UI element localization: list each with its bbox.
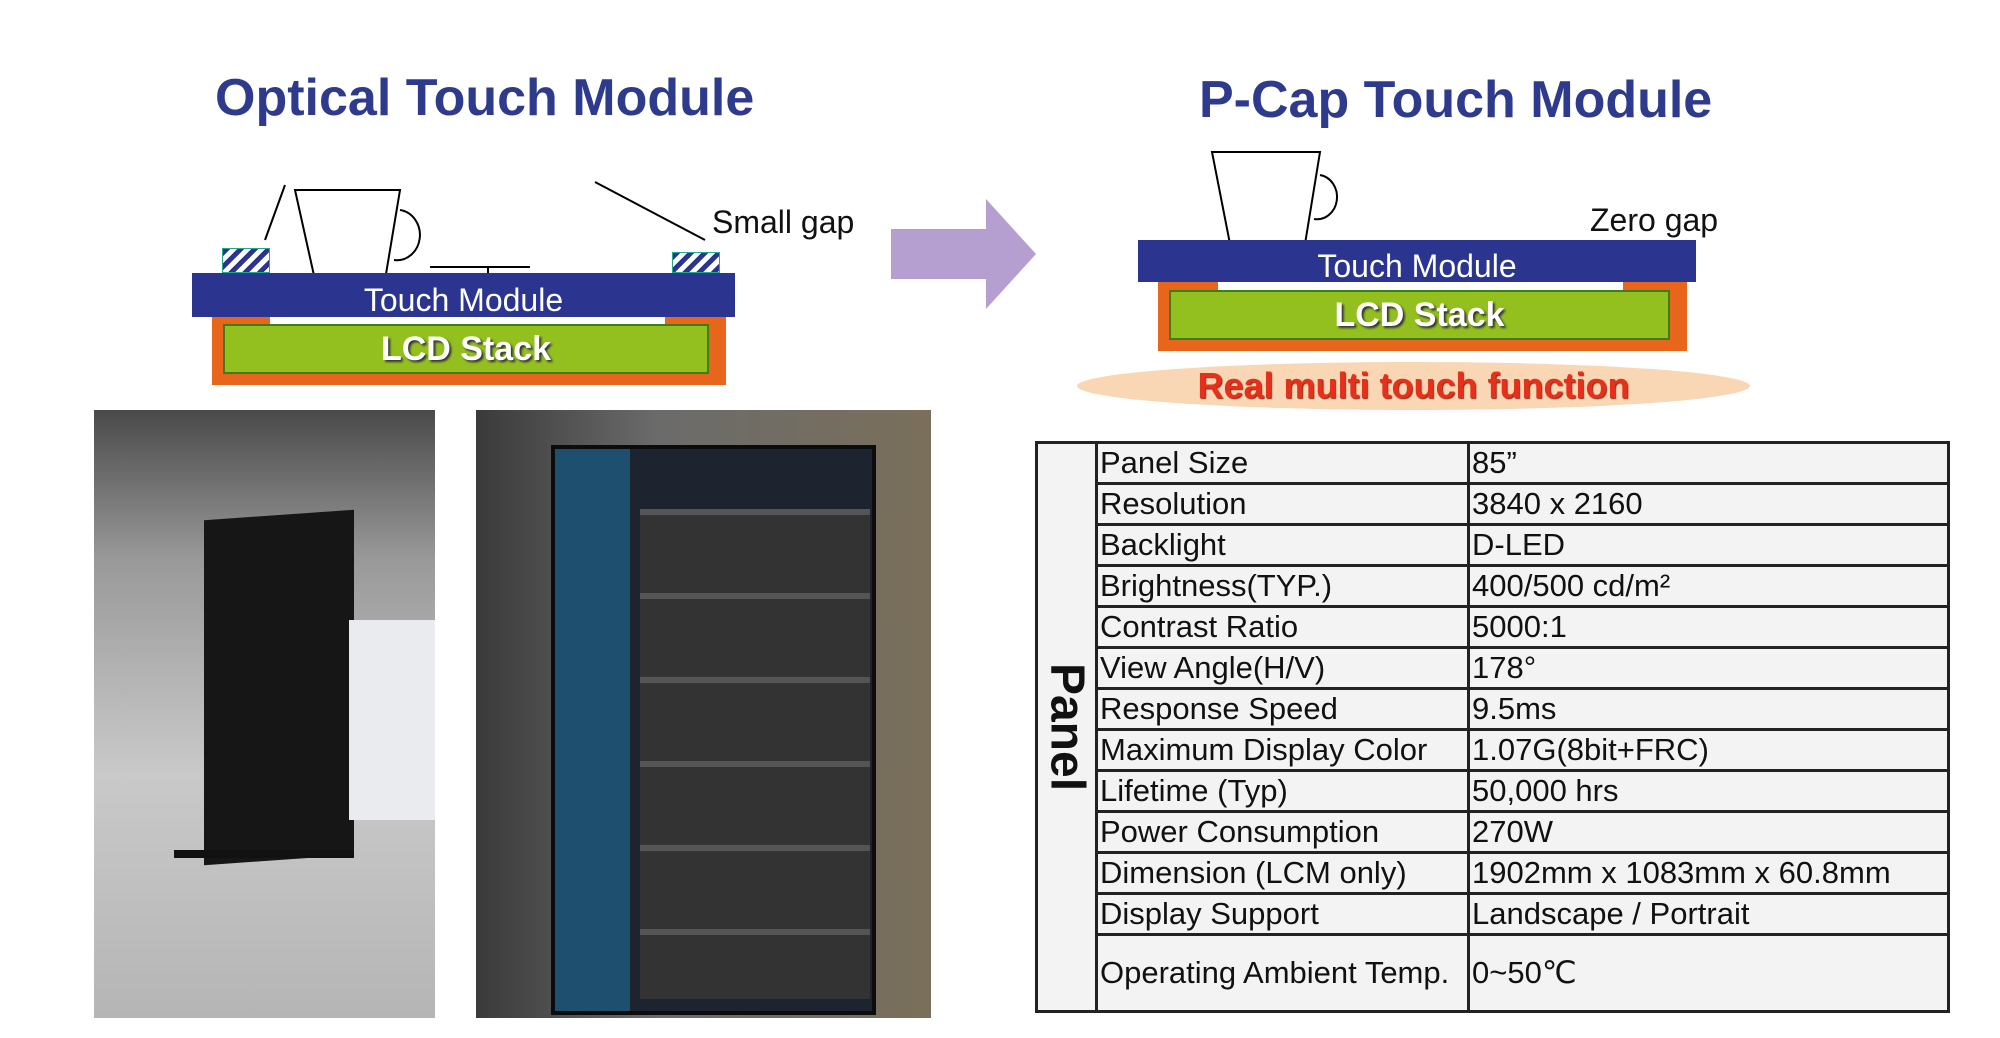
spec-label: Resolution xyxy=(1095,482,1470,526)
stand-base xyxy=(174,850,354,858)
banner xyxy=(349,620,435,820)
spec-row: Operating Ambient Temp.0~50℃ xyxy=(1037,933,1950,1013)
frame-gap xyxy=(270,317,665,325)
optical-touch-module: Touch Module xyxy=(192,273,735,318)
pcap-lcd-stack: LCD Stack xyxy=(1169,290,1670,340)
right-arrow-icon xyxy=(891,199,1036,309)
spec-value: 400/500 cd/m² xyxy=(1467,564,1950,608)
right-bezel-block xyxy=(672,252,720,273)
spec-label: Operating Ambient Temp. xyxy=(1095,933,1470,1013)
spec-label: Display Support xyxy=(1095,892,1470,936)
spec-row: Lifetime (Typ)50,000 hrs xyxy=(1037,769,1950,813)
spec-value: D-LED xyxy=(1467,523,1950,567)
spec-label: Panel Size xyxy=(1095,441,1470,485)
feature-badge: Real multi touch function xyxy=(1077,362,1750,410)
photo-display-on-stand xyxy=(94,410,435,1018)
spec-value: 1.07G(8bit+FRC) xyxy=(1467,728,1950,772)
spec-value: 1902mm x 1083mm x 60.8mm xyxy=(1467,851,1950,895)
pcap-touch-module: Touch Module xyxy=(1138,240,1696,284)
kiosk-sidebar xyxy=(555,449,630,1011)
spec-row: View Angle(H/V)178° xyxy=(1037,646,1950,690)
kiosk-screen xyxy=(551,445,876,1015)
photo-ebook-kiosk xyxy=(476,410,931,1018)
frame-gap xyxy=(1218,282,1623,290)
spec-value: 0~50℃ xyxy=(1467,933,1950,1013)
spec-value: 85” xyxy=(1467,441,1950,485)
spec-label: Backlight xyxy=(1095,523,1470,567)
optical-cup-illustration xyxy=(264,181,706,280)
spec-row: Dimension (LCM only)1902mm x 1083mm x 60… xyxy=(1037,851,1950,895)
spec-value: 178° xyxy=(1467,646,1950,690)
spec-label: Contrast Ratio xyxy=(1095,605,1470,649)
pcap-title: P-Cap Touch Module xyxy=(1199,71,1713,129)
optical-lcd-stack: LCD Stack xyxy=(223,324,709,374)
optical-title: Optical Touch Module xyxy=(215,69,755,127)
pcap-cup-illustration xyxy=(1210,151,1339,245)
spec-value: 50,000 hrs xyxy=(1467,769,1950,813)
spec-label: Dimension (LCM only) xyxy=(1095,851,1470,895)
kiosk-bookshelf xyxy=(640,509,870,999)
spec-row: Brightness(TYP.)400/500 cd/m² xyxy=(1037,564,1950,608)
spec-label: Lifetime (Typ) xyxy=(1095,769,1470,813)
display-screen xyxy=(204,509,354,866)
spec-label: Brightness(TYP.) xyxy=(1095,564,1470,608)
spec-label: Maximum Display Color xyxy=(1095,728,1470,772)
left-bezel-block xyxy=(222,248,270,273)
spec-label: Power Consumption xyxy=(1095,810,1470,854)
small-gap-label: Small gap xyxy=(712,204,855,240)
spec-label: View Angle(H/V) xyxy=(1095,646,1470,690)
spec-label: Response Speed xyxy=(1095,687,1470,731)
zero-gap-label: Zero gap xyxy=(1590,202,1719,238)
panel-group-label: Panel xyxy=(1035,441,1098,1013)
spec-value: Landscape / Portrait xyxy=(1467,892,1950,936)
panel-label-text: Panel xyxy=(1040,662,1093,792)
spec-value: 3840 x 2160 xyxy=(1467,482,1950,526)
spec-value: 5000:1 xyxy=(1467,605,1950,649)
spec-value: 9.5ms xyxy=(1467,687,1950,731)
spec-value: 270W xyxy=(1467,810,1950,854)
